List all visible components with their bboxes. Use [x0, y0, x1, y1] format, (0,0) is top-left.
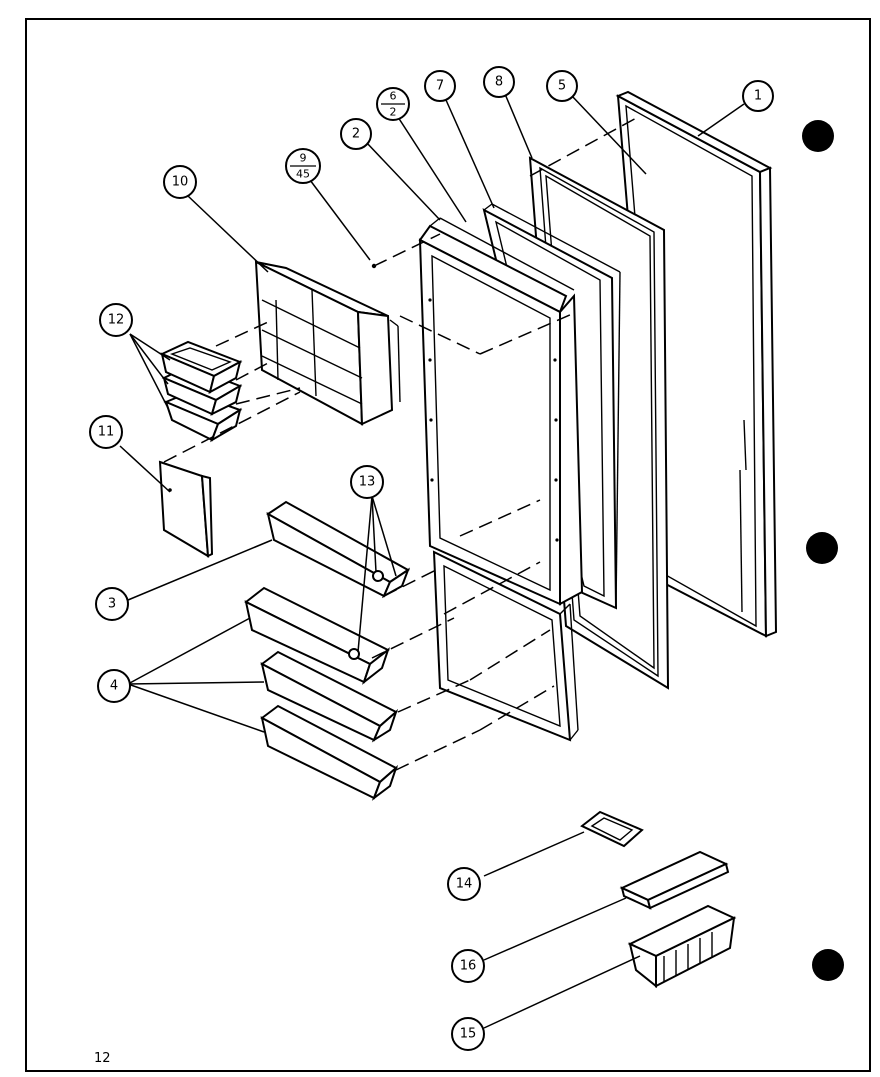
callout-1: 1 — [742, 80, 774, 112]
callout-5: 5 — [546, 70, 578, 102]
callout-10-label: 10 — [172, 175, 189, 190]
callout-6-label: 6 — [390, 90, 397, 103]
assembly-lines — [163, 115, 641, 771]
callout-3-label: 3 — [108, 597, 116, 612]
inner-door-liner — [418, 217, 584, 742]
callout-2-label: 2 — [352, 127, 360, 142]
callout-12-label: 12 — [108, 313, 125, 328]
callout-4: 4 — [97, 669, 131, 703]
callout-7: 7 — [424, 70, 456, 102]
callout-14: 14 — [447, 867, 481, 901]
upper-door-shelf — [266, 500, 411, 599]
callout-6-sub-label: 2 — [390, 106, 397, 119]
callout-16-label: 16 — [460, 959, 477, 974]
leader-lines — [119, 93, 745, 1029]
dairy-compartment-frame — [254, 260, 401, 426]
page-number: 12 — [94, 1051, 111, 1066]
lower-door-shelf-1 — [244, 586, 390, 685]
callout-5-label: 5 — [558, 79, 566, 94]
callout-11: 11 — [89, 415, 123, 449]
small-tray — [580, 810, 644, 848]
container-top — [159, 340, 243, 394]
ice-bin-cover — [619, 850, 730, 910]
storage-containers — [159, 340, 243, 443]
callout-8-label: 8 — [495, 75, 503, 90]
callout-9-45: 9 45 — [285, 148, 321, 184]
ice-bin — [627, 904, 737, 989]
shelf-clip — [372, 570, 384, 582]
callout-3: 3 — [95, 587, 129, 621]
liner-rivets — [428, 298, 559, 542]
binder-hole-top — [802, 120, 834, 152]
callout-13-label: 13 — [359, 475, 376, 490]
dairy-door — [158, 460, 214, 558]
callout-9-label: 9 — [300, 152, 307, 165]
callout-8: 8 — [483, 66, 515, 98]
callout-6-2: 6 2 — [376, 87, 410, 121]
callout-1-label: 1 — [754, 89, 762, 104]
binder-hole-middle — [806, 532, 838, 564]
lower-door-shelf-2 — [260, 650, 399, 743]
callout-11-label: 11 — [98, 425, 115, 440]
callout-4-label: 4 — [110, 679, 118, 694]
page-border — [25, 18, 871, 1072]
binder-hole-bottom — [812, 949, 844, 981]
callout-15-label: 15 — [460, 1027, 477, 1042]
callout-14-label: 14 — [456, 877, 473, 892]
callout-16: 16 — [451, 949, 485, 983]
callout-15: 15 — [451, 1017, 485, 1051]
shelf-clip — [348, 648, 360, 660]
callout-10: 10 — [163, 165, 197, 199]
callout-12: 12 — [99, 303, 133, 337]
callout-45-label: 45 — [296, 168, 310, 181]
callout-7-label: 7 — [436, 79, 444, 94]
callout-13: 13 — [350, 465, 384, 499]
lower-door-shelf-3 — [260, 704, 399, 801]
callout-2: 2 — [340, 118, 372, 150]
